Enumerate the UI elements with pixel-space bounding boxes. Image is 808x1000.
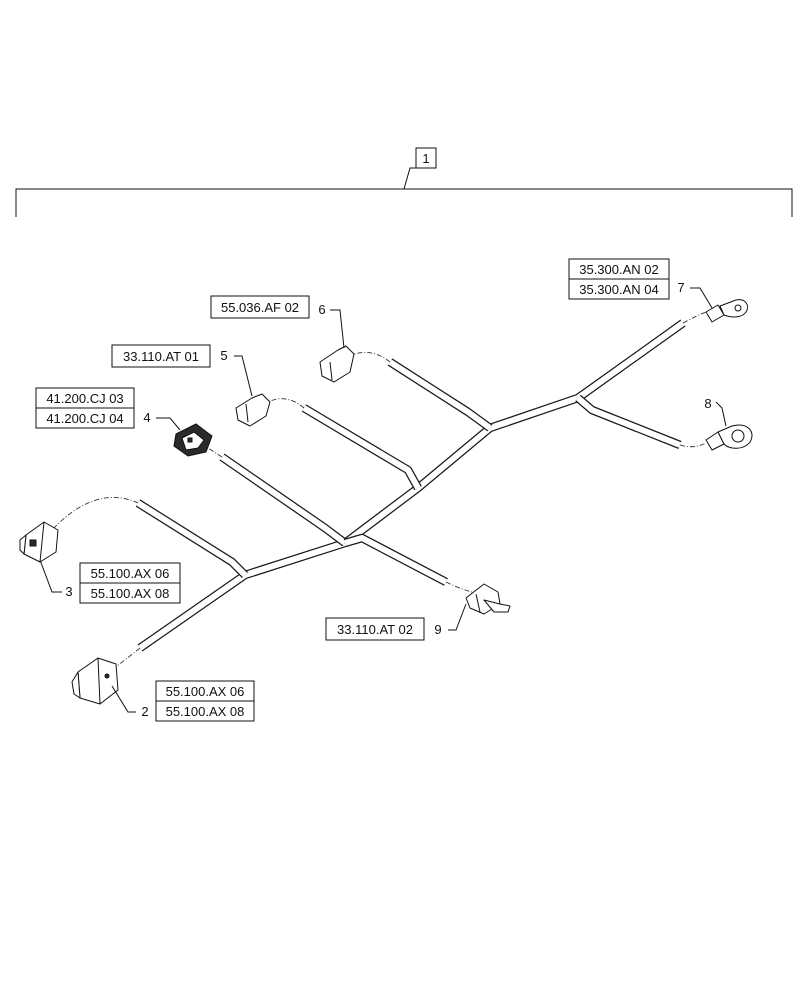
ref-link[interactable]: 33.110.AT 01 (123, 349, 199, 364)
ring-terminal-part-8-icon (705, 424, 753, 451)
callout-part-8: 8 (704, 396, 727, 427)
callout-number: 2 (141, 704, 148, 719)
callout-part-4: 4 41.200.CJ 03 41.200.CJ 04 (35, 387, 181, 431)
callout-part-5: 5 33.110.AT 01 (111, 344, 253, 397)
callout-number: 8 (704, 396, 711, 411)
callout-number: 9 (434, 622, 441, 637)
callout-number: 5 (220, 348, 227, 363)
callout-number: 7 (677, 280, 684, 295)
callout-part-6: 6 55.036.AF 02 (210, 295, 345, 349)
callout-number: 6 (318, 302, 325, 317)
callout-number: 3 (65, 584, 72, 599)
ref-link[interactable]: 55.036.AF 02 (221, 300, 299, 315)
ref-link[interactable]: 55.100.AX 06 (91, 566, 170, 581)
ref-link[interactable]: 35.300.AN 04 (579, 282, 659, 297)
ref-link[interactable]: 41.200.CJ 04 (46, 411, 123, 426)
ref-link[interactable]: 33.110.AT 02 (337, 622, 413, 637)
connector-part-5-icon (235, 393, 271, 427)
ref-link[interactable]: 41.200.CJ 03 (46, 391, 123, 406)
ref-link[interactable]: 55.100.AX 08 (166, 704, 245, 719)
assembly-bracket: 1 (15, 147, 793, 217)
callout-number: 4 (143, 410, 150, 425)
assembly-callout-box (415, 147, 437, 169)
connector-part-9-icon (465, 583, 511, 615)
callout-part-3: 3 55.100.AX 06 55.100.AX 08 (39, 559, 181, 604)
callout-part-7: 7 35.300.AN 02 35.300.AN 04 (568, 258, 713, 309)
connector-part-6-icon (319, 345, 355, 383)
assembly-callout-number: 1 (422, 151, 429, 166)
ring-terminal-part-7-icon (705, 299, 749, 323)
callout-part-9: 9 33.110.AT 02 (325, 603, 467, 641)
ref-link[interactable]: 55.100.AX 06 (166, 684, 245, 699)
callout-part-2: 2 55.100.AX 06 55.100.AX 08 (111, 680, 255, 722)
ref-link[interactable]: 55.100.AX 08 (91, 586, 170, 601)
connector-part-2-icon (71, 657, 119, 705)
ref-link[interactable]: 35.300.AN 02 (579, 262, 659, 277)
harness-cable (135, 319, 686, 652)
connector-part-4-icon (173, 423, 213, 457)
connector-part-3-icon (19, 521, 59, 563)
